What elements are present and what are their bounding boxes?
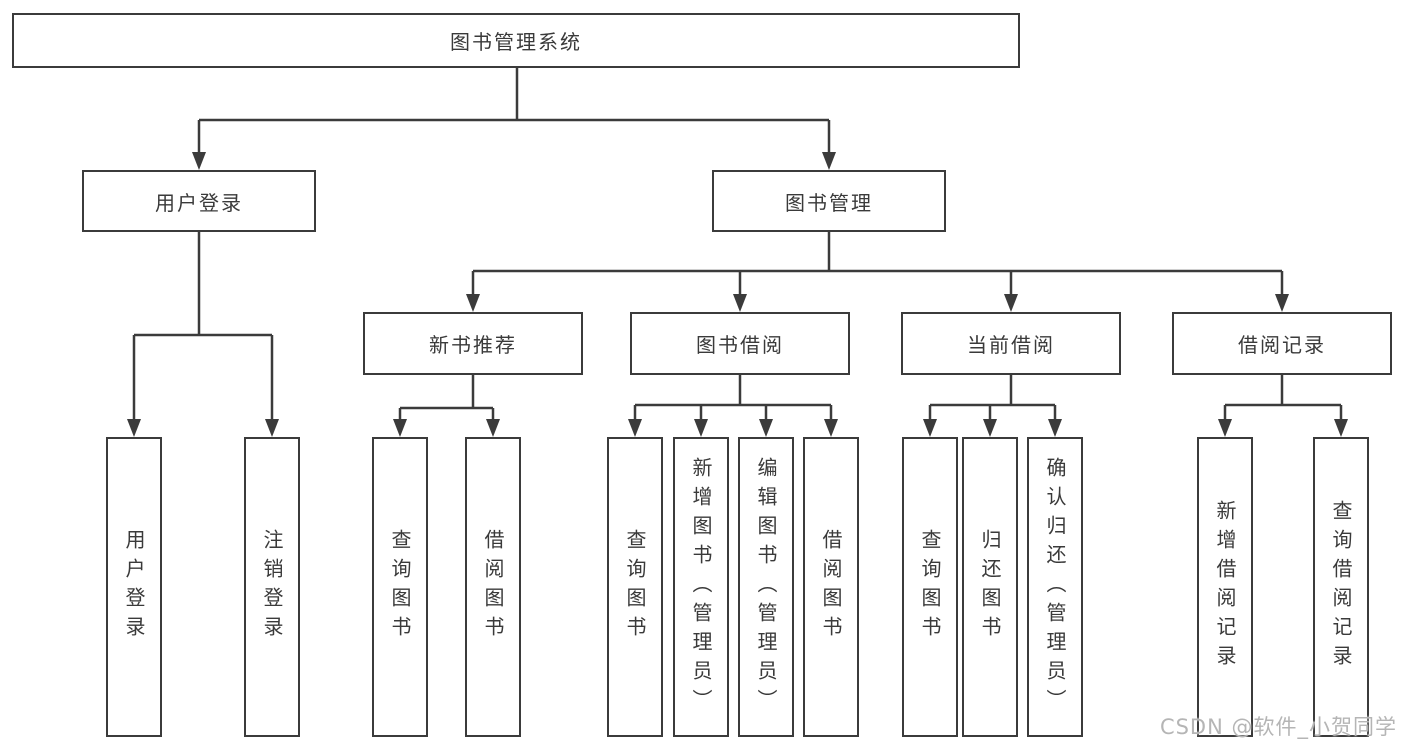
leaf-logout-label: 注销登录: [260, 529, 284, 645]
leaf-borrow-books-label: 借阅图书: [819, 529, 843, 645]
leaf-query-borrow-record: 查询借阅记录: [1313, 437, 1369, 737]
leaf-user-login: 用户登录: [106, 437, 162, 737]
node-borrowing-records: 借阅记录: [1172, 312, 1392, 375]
node-user-login: 用户登录: [82, 170, 316, 232]
connector-current-borrow-children: [928, 375, 1057, 420]
connector-root-to-level2: [197, 68, 831, 153]
node-book-management: 图书管理: [712, 170, 946, 232]
leaf-query-books-recommend: 查询图书: [372, 437, 428, 737]
node-book-borrowing: 图书借阅: [630, 312, 850, 375]
connector-borrow-records-children: [1223, 375, 1343, 420]
leaf-borrow-books: 借阅图书: [803, 437, 859, 737]
leaf-add-borrow-record-label: 新增借阅记录: [1213, 500, 1237, 674]
arrowheads-level4: [393, 419, 1348, 437]
node-current-borrowing: 当前借阅: [901, 312, 1121, 375]
leaf-logout: 注销登录: [244, 437, 300, 737]
arrowheads-user-login-children: [127, 419, 279, 437]
leaf-add-books-admin: 新增图书（管理员）: [673, 437, 729, 737]
leaf-borrow-books-recommend: 借阅图书: [465, 437, 521, 737]
csdn-watermark: CSDN @软件_小贺同学: [1159, 715, 1397, 739]
leaf-query-borrow-record-label: 查询借阅记录: [1329, 500, 1353, 674]
connector-book-borrow-children: [633, 375, 833, 420]
leaf-query-books-current-label: 查询图书: [918, 529, 942, 645]
leaf-borrow-books-recommend-label: 借阅图书: [481, 529, 505, 645]
node-root-library-management-system: 图书管理系统: [12, 13, 1020, 68]
leaf-query-books-borrow: 查询图书: [607, 437, 663, 737]
leaf-confirm-return-admin-label: 确认归还（管理员）: [1043, 456, 1067, 718]
leaf-query-books-borrow-label: 查询图书: [623, 529, 647, 645]
arrowheads-level3: [466, 294, 1289, 312]
leaf-add-borrow-record: 新增借阅记录: [1197, 437, 1253, 737]
leaf-confirm-return-admin: 确认归还（管理员）: [1027, 437, 1083, 737]
leaf-return-books: 归还图书: [962, 437, 1018, 737]
leaf-user-login-label: 用户登录: [122, 529, 146, 645]
leaf-return-books-label: 归还图书: [978, 529, 1002, 645]
connector-user-login-children: [132, 232, 274, 420]
leaf-query-books-recommend-label: 查询图书: [388, 529, 412, 645]
node-new-book-recommendation: 新书推荐: [363, 312, 583, 375]
leaf-edit-books-admin: 编辑图书（管理员）: [738, 437, 794, 737]
leaf-edit-books-admin-label: 编辑图书（管理员）: [754, 456, 778, 718]
leaf-query-books-current: 查询图书: [902, 437, 958, 737]
connector-book-mgmt-to-level3: [471, 232, 1284, 295]
leaf-add-books-admin-label: 新增图书（管理员）: [689, 456, 713, 718]
connector-new-book-children: [398, 375, 495, 420]
arrowheads-level2: [192, 152, 836, 170]
